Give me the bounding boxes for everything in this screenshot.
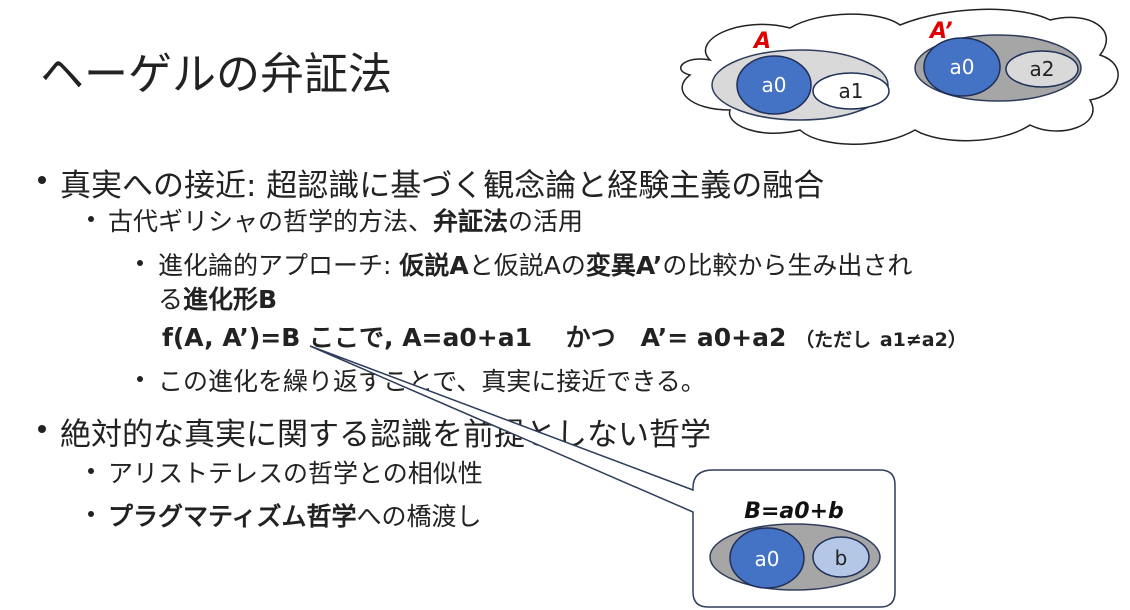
bullet-pragmatism: プラグマティズム哲学への橋渡し [108, 497, 482, 533]
text-bold: 弁証法 [433, 207, 509, 236]
bullet-truth-approach: 真実への接近: 超認識に基づく観念論と経験主義の融合 [60, 168, 825, 204]
a2-ellipse [1005, 50, 1079, 88]
a0-label-A-prime: a0 [950, 55, 975, 79]
text-bold: 進化形B [183, 285, 278, 314]
text: と仮説Aの [468, 251, 586, 280]
formula: f(A, A’)=B ここで, A=a0+a1 かつ A’= a0+a2 [162, 323, 787, 352]
slide-title: ヘーゲルの弁証法 [40, 49, 392, 100]
b-label: b [835, 546, 848, 570]
bullet-dot [88, 468, 94, 474]
label-A: A [752, 29, 771, 54]
text: の比較から生み出され [662, 251, 913, 280]
formula-line: f(A, A’)=B ここで, A=a0+a1 かつ A’= a0+a2 （ただ… [162, 318, 967, 354]
bullet-evolutionary-approach-cont: る進化形B [158, 280, 277, 316]
callout-formula: B=a0+b [744, 499, 844, 524]
bullet-dot [137, 376, 143, 382]
a1-label: a1 [839, 79, 864, 103]
a2-label: a2 [1030, 57, 1055, 81]
bullet-dot [88, 511, 94, 517]
formula-note: （ただし [795, 329, 872, 351]
text: る [158, 285, 184, 314]
text: 進化論的アプローチ: [158, 251, 400, 280]
b-ellipse [812, 536, 870, 578]
a0-ellipse-B [729, 527, 805, 589]
a0-ellipse-A-prime [923, 37, 1001, 97]
a0-ellipse-A [736, 55, 812, 115]
formula-note: a1≠a2 [879, 329, 948, 351]
a0-label-A: a0 [762, 73, 787, 97]
text-bold: 変異A’ [585, 251, 663, 280]
bullet-aristotle: アリストテレスの哲学との相似性 [108, 459, 483, 488]
bullet-dot [88, 216, 94, 222]
bullet-non-absolute-philosophy: 絶対的な真実に関する認識を前提としない哲学 [60, 417, 711, 453]
formula-note: ） [947, 329, 967, 351]
a1-ellipse [812, 72, 890, 110]
a0-label-B: a0 [755, 547, 780, 571]
bullet-evolutionary-approach: 進化論的アプローチ: 仮説Aと仮説Aの変異A’の比較から生み出され [158, 246, 912, 282]
bullet-dialectic: 古代ギリシャの哲学的方法、弁証法の活用 [108, 202, 583, 238]
bullet-dot [38, 176, 46, 184]
text-bold: 仮説A [399, 251, 469, 280]
text: への橋渡し [356, 502, 482, 531]
text: 古代ギリシャの哲学的方法、 [108, 207, 434, 236]
bullet-dot [137, 260, 143, 266]
text-bold: プラグマティズム哲学 [108, 502, 357, 531]
cloud-diagram: a0 a1 A a0 a2 A’ [679, 8, 1119, 145]
label-A-prime: A’ [928, 19, 953, 44]
text: の活用 [508, 207, 584, 236]
bullet-dot [38, 425, 46, 433]
